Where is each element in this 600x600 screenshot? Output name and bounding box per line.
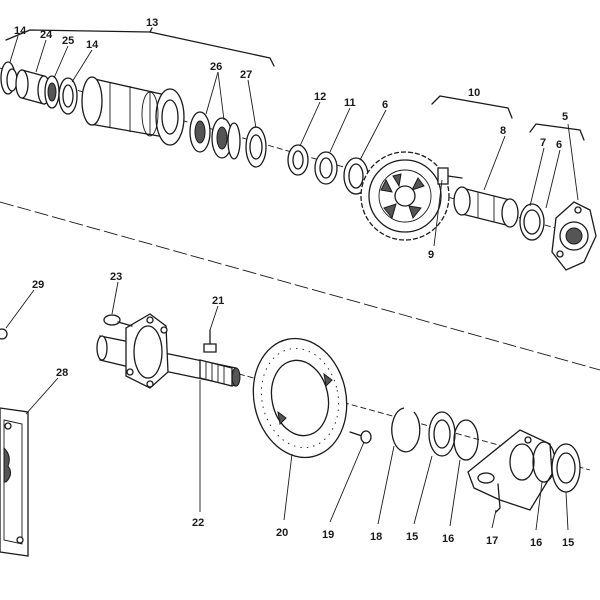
callout-19: 19 [322, 529, 334, 541]
callout-25: 25 [62, 35, 74, 47]
callout-10: 10 [468, 87, 480, 99]
upper-assembly [0, 27, 597, 271]
lower-assembly [96, 281, 591, 531]
part-14-ring [58, 77, 78, 115]
callout-15-left: 15 [406, 531, 418, 543]
callout-26: 26 [210, 61, 222, 73]
part-13-carrier-drum [81, 76, 185, 146]
callout-28: 28 [56, 367, 68, 379]
callout-18: 18 [370, 531, 382, 543]
part-26-bearings [189, 111, 241, 160]
callout-16-right: 16 [530, 537, 542, 549]
callout-23: 23 [110, 271, 122, 283]
part-20-brake-disc [252, 337, 348, 459]
part-23-bolt [103, 281, 133, 327]
divider-line [0, 201, 600, 371]
callout-22: 22 [192, 517, 204, 529]
callout-6-upper: 6 [382, 99, 388, 111]
part-22-hub-flange [125, 313, 169, 389]
callout-27: 27 [240, 69, 252, 81]
part-15-ring-right [551, 443, 581, 493]
part-14-bearing-left [0, 61, 18, 95]
part-7-seal [519, 203, 545, 241]
lower-leaders [199, 380, 569, 531]
callout-29: 29 [32, 279, 44, 291]
callout-6-right: 6 [556, 139, 562, 151]
part-9-bolt [437, 167, 463, 185]
part-15-ring-left [428, 411, 456, 457]
part-22-axle [96, 335, 241, 387]
part-28-panel [0, 377, 59, 557]
callout-7: 7 [540, 137, 546, 149]
part-11-washer [314, 151, 338, 185]
callout-12: 12 [314, 91, 326, 103]
callout-16-left: 16 [442, 533, 454, 545]
part-10-sprocket [360, 151, 450, 241]
callout-14-right: 14 [86, 39, 99, 51]
part-29-edge [0, 289, 35, 340]
part-17-bracket [467, 429, 553, 513]
callout-17: 17 [486, 535, 498, 547]
part-27-ring [245, 126, 267, 168]
part-16-oring-left [453, 419, 479, 461]
part-25-bearing [44, 75, 60, 109]
part-21-bolt [203, 305, 219, 353]
callout-11: 11 [344, 97, 356, 109]
callout-14-left: 14 [14, 25, 27, 37]
part-18-circlip [391, 407, 421, 453]
upper-leaders [9, 35, 579, 247]
callout-21: 21 [212, 295, 224, 307]
part-8-bushing [453, 186, 519, 228]
part-12-washer [287, 144, 309, 176]
part-19-bolt [349, 430, 372, 444]
callout-15-right: 15 [562, 537, 574, 549]
callout-24: 24 [40, 29, 53, 41]
callout-20: 20 [276, 527, 288, 539]
callout-9: 9 [428, 249, 434, 261]
callout-5: 5 [562, 111, 568, 123]
callout-8: 8 [500, 125, 506, 137]
callout-13: 13 [146, 17, 158, 29]
callout-labels: 13 14 24 25 14 26 27 12 11 6 10 8 7 6 5 … [14, 17, 574, 549]
part-5-flange [551, 201, 597, 271]
